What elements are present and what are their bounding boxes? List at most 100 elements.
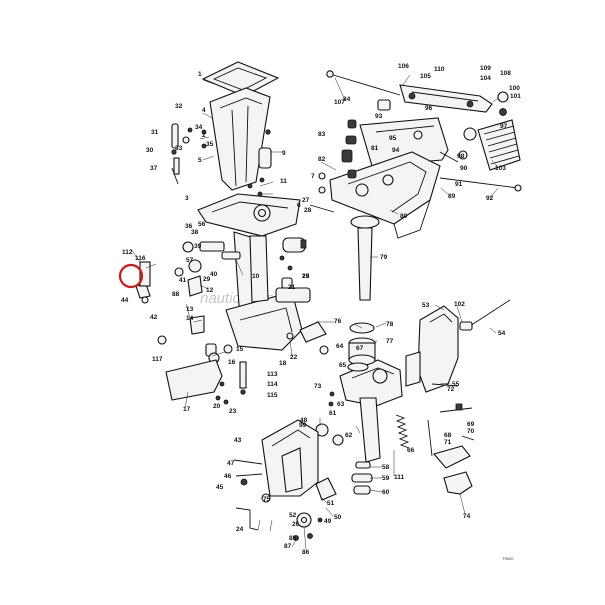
callout-label-24: 24	[236, 526, 244, 533]
callout-label-106: 106	[398, 63, 409, 70]
callout-label-113: 113	[267, 371, 278, 378]
callout-label-27: 27	[302, 197, 310, 204]
callout-label-115: 115	[267, 392, 278, 399]
callout-label-31: 31	[151, 129, 159, 136]
callout-label-75: 75	[263, 496, 271, 503]
callout-label-17: 17	[183, 406, 191, 413]
callout-label-63: 63	[337, 401, 345, 408]
callout-label-6: 6	[297, 202, 301, 209]
callout-label-110: 110	[434, 66, 445, 73]
callout-label-51: 51	[327, 500, 335, 507]
callout-label-65: 65	[339, 362, 347, 369]
clamp-bracket-assembly	[233, 419, 337, 541]
callout-label-102: 102	[454, 301, 465, 308]
callout-label-9: 9	[282, 150, 286, 157]
callout-label-2: 2	[202, 132, 206, 139]
callout-label-73: 73	[314, 383, 322, 390]
callout-label-72: 72	[447, 386, 455, 393]
callout-label-39: 39	[194, 243, 202, 250]
callout-label-45: 45	[216, 484, 224, 491]
callout-label-34: 34	[195, 124, 203, 131]
callout-label-33: 33	[175, 145, 183, 152]
midsection-assembly	[157, 177, 311, 405]
tiller-assembly	[326, 70, 521, 171]
callout-label-78: 78	[386, 321, 394, 328]
callout-label-66: 66	[407, 447, 415, 454]
callout-label-19: 19	[302, 273, 310, 280]
callout-label-80: 80	[400, 213, 408, 220]
callout-label-14: 14	[186, 315, 194, 322]
callout-label-38: 38	[191, 229, 199, 236]
callout-label-53: 53	[422, 302, 430, 309]
callout-label-50: 50	[334, 514, 342, 521]
callout-label-15: 15	[236, 346, 244, 353]
left-small-parts	[135, 123, 241, 304]
callout-label-77: 77	[386, 338, 394, 345]
callout-label-81: 81	[371, 145, 379, 152]
callout-label-85: 85	[289, 535, 297, 542]
callout-label-60: 60	[382, 489, 390, 496]
callout-label-26: 26	[292, 521, 300, 528]
swivel-bracket-assembly	[309, 119, 522, 301]
callout-label-42: 42	[150, 314, 158, 321]
callout-label-76: 76	[334, 318, 342, 325]
callout-label-36: 36	[185, 223, 193, 230]
callout-label-48: 48	[300, 417, 308, 424]
callout-label-83: 83	[318, 131, 326, 138]
callout-label-104: 104	[480, 75, 491, 82]
callout-label-89: 89	[448, 193, 456, 200]
callout-label-93: 93	[375, 113, 383, 120]
callout-label-22: 22	[290, 354, 298, 361]
callout-label-4: 4	[202, 107, 206, 114]
callout-label-96: 96	[425, 105, 433, 112]
callout-label-57: 57	[186, 257, 194, 264]
callout-label-29: 29	[203, 276, 211, 283]
callout-label-37: 37	[150, 165, 158, 172]
callout-label-47: 47	[227, 460, 235, 467]
callout-labels: 1234567910111213141516171819202122232425…	[121, 63, 521, 556]
callout-label-71: 71	[444, 439, 452, 446]
callout-label-114: 114	[267, 381, 278, 388]
callout-label-99: 99	[299, 422, 307, 429]
callout-label-23: 23	[229, 408, 237, 415]
callout-label-86: 86	[302, 549, 310, 556]
callout-label-108: 108	[500, 70, 511, 77]
callout-label-59: 59	[382, 475, 390, 482]
callout-label-88: 88	[172, 291, 180, 298]
callout-label-25: 25	[302, 273, 310, 280]
right-bracket-assembly	[405, 299, 511, 495]
callout-label-64: 64	[336, 343, 344, 350]
callout-label-70: 70	[467, 428, 475, 435]
callout-label-12: 12	[206, 287, 214, 294]
callout-label-28: 28	[304, 207, 312, 214]
callout-label-97: 97	[500, 123, 508, 130]
callout-label-46: 46	[224, 473, 232, 480]
callout-label-95: 95	[389, 135, 397, 142]
callout-label-84: 84	[343, 96, 351, 103]
callout-label-87: 87	[284, 543, 292, 550]
callout-label-90: 90	[460, 165, 468, 172]
callout-label-105: 105	[420, 73, 431, 80]
callout-label-41: 41	[179, 277, 187, 284]
highlight-circle	[118, 263, 144, 289]
callout-label-109: 109	[480, 65, 491, 72]
callout-label-35: 35	[206, 141, 214, 148]
callout-label-92: 92	[486, 195, 494, 202]
callout-label-101: 101	[510, 93, 521, 100]
callout-label-56: 56	[198, 221, 206, 228]
callout-label-13: 13	[186, 306, 194, 313]
callout-label-7: 7	[311, 173, 315, 180]
callout-label-52: 52	[289, 512, 297, 519]
callout-label-16: 16	[228, 359, 236, 366]
callout-label-44: 44	[121, 297, 129, 304]
callout-label-32: 32	[175, 103, 183, 110]
figure-code: T9920	[502, 556, 514, 561]
callout-label-21: 21	[288, 284, 296, 291]
callout-label-55: 55	[452, 381, 460, 388]
callout-label-1: 1	[198, 71, 202, 78]
callout-label-11: 11	[280, 178, 287, 185]
callout-label-111: 111	[394, 474, 405, 481]
callout-label-54: 54	[498, 330, 506, 337]
leader-lines	[130, 74, 499, 550]
